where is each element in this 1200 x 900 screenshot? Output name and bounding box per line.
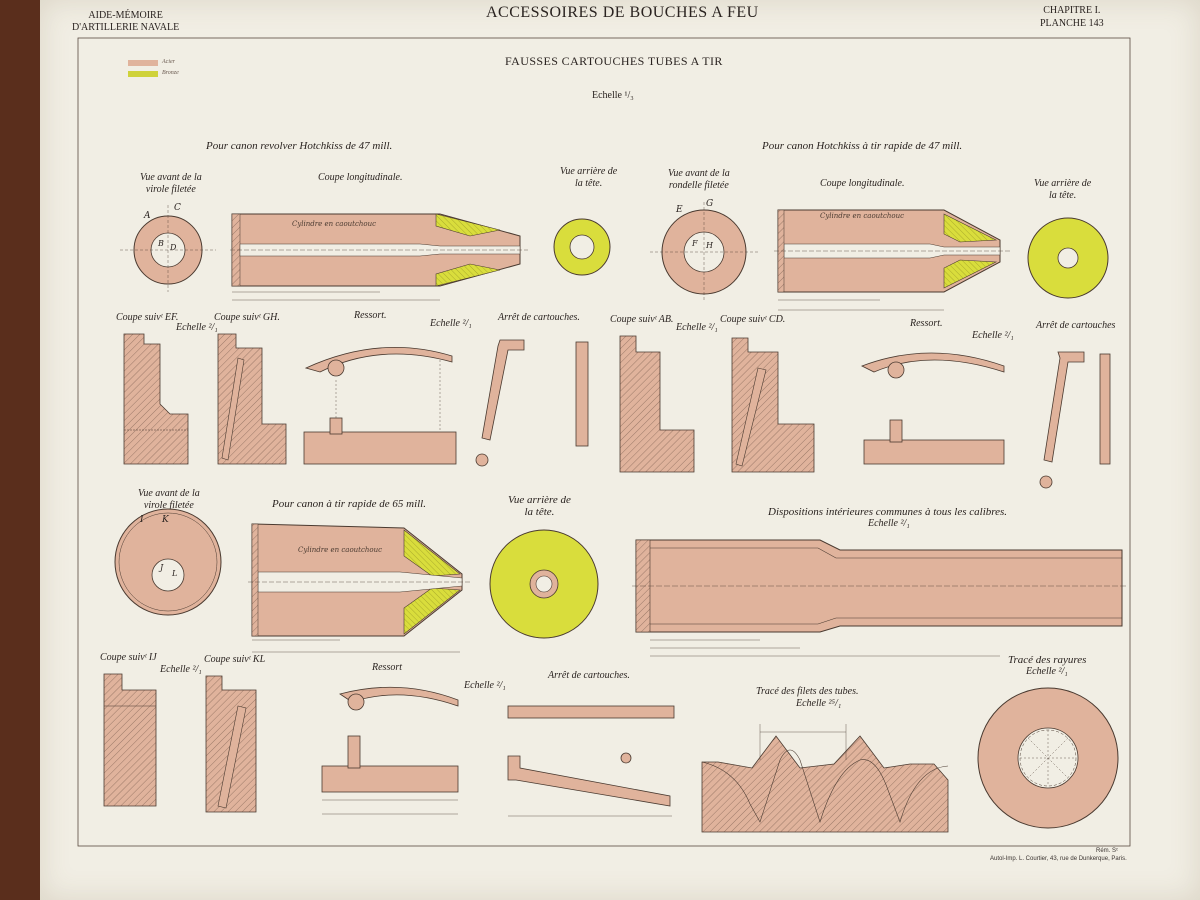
section-ab-drawing [619, 335, 695, 473]
label-coupe-gh: Coupe suivᵗ GH. [214, 312, 280, 323]
section-ij-drawing [103, 673, 157, 807]
printer-credit: Autol-Imp. L. Courtier, 43, rue de Dunke… [990, 856, 1127, 862]
letter-h: H [705, 241, 714, 250]
letter-e: E [675, 205, 683, 215]
scale-ressort-3: Echelle ²/₁ [464, 680, 506, 691]
letter-g: G [706, 199, 713, 209]
longitudinal-section-2 [774, 209, 1010, 311]
letter-f: F [691, 239, 698, 248]
letter-j: J [158, 563, 164, 572]
section-rapid-65: Pour canon à tir rapide de 65 mill. [272, 498, 426, 510]
header-left-line1: AIDE-MÉMOIRE [88, 10, 163, 21]
scale-ef: Echelle ²/₁ [176, 322, 218, 333]
cartridge-stop-drawing-3 [507, 705, 675, 817]
header-left: AIDE-MÉMOIRE D'ARTILLERIE NAVALE [72, 10, 179, 34]
thread-profile-drawing [701, 724, 949, 833]
legend-steel-swatch [128, 60, 158, 66]
label-coupe-ab: Coupe suivᵗ AB. [610, 314, 674, 325]
label-coupe-cd: Coupe suivᵗ CD. [720, 314, 786, 325]
section-gh-drawing [217, 333, 287, 465]
spring-drawing-1 [303, 346, 457, 465]
cartridge-stop-drawing-2 [1039, 351, 1111, 489]
section-interior: Dispositions intérieures communes à tous… [768, 506, 1008, 518]
scale-ressort-1: Echelle ²/₁ [430, 318, 472, 329]
label-front-threaded-1: Vue avant de la virole filetée [140, 172, 202, 195]
scale-ressort-2: Echelle ²/₁ [972, 330, 1014, 341]
front-view-ring-3 [114, 508, 222, 616]
letter-d: D [169, 243, 177, 252]
label-rear-head-1: Vue arrière de la tête. [560, 166, 618, 189]
rear-head-view-2 [1027, 217, 1109, 299]
rear-head-view-3 [489, 529, 599, 639]
letter-a: A [143, 211, 151, 221]
section-hotchkiss-revolver: Pour canon revolver Hotchkiss de 47 mill… [206, 140, 393, 152]
section-cd-drawing [731, 337, 815, 473]
plate-frame [77, 37, 1131, 847]
label-coupe-kl: Coupe suivᵗ KL [204, 654, 266, 665]
letter-l: L [171, 569, 177, 578]
letter-k: K [161, 515, 170, 525]
label-longitudinal-2: Coupe longitudinale. [820, 178, 905, 189]
spring-drawing-2 [861, 352, 1005, 465]
annotation-cylinder-1: Cylindre en caoutchouc [292, 220, 376, 228]
chapter-label: CHAPITRE I. [1043, 5, 1101, 16]
scale-ij: Echelle ²/₁ [160, 664, 202, 675]
section-ef-drawing [123, 333, 189, 465]
front-washer-view [650, 202, 758, 300]
label-ressort-3: Ressort [372, 662, 402, 673]
annotation-cylinder-3: Cylindre en caoutchouc [298, 546, 382, 554]
label-ressort-2: Ressort. [910, 318, 943, 329]
label-arret-1: Arrêt de cartouches. [498, 312, 580, 323]
engraver-signature: Rém. Sᶜ [1096, 848, 1119, 854]
letter-i: I [139, 515, 144, 525]
main-scale: Echelle ¹/₃ [592, 90, 634, 101]
spring-drawing-3 [321, 686, 459, 815]
annotation-cylinder-2: Cylindre en caoutchouc [820, 212, 904, 220]
section-kl-drawing [205, 675, 257, 813]
scale-filets: Echelle ²⁵/₁ [796, 698, 842, 709]
label-coupe-ef: Coupe suivᵗ EF. [116, 312, 179, 323]
legend-bronze-swatch [128, 71, 158, 77]
label-coupe-ij: Coupe suivᵗ IJ [100, 652, 157, 663]
header-left-line2: D'ARTILLERIE NAVALE [72, 22, 180, 33]
longitudinal-section-3 [248, 523, 470, 653]
interior-scale: Echelle ²/₁ [868, 518, 910, 529]
label-front-washer: Vue avant de la rondelle filetée [668, 168, 730, 191]
header-right: CHAPITRE I. PLANCHE 143 [1040, 4, 1104, 30]
label-rear-head-2: Vue arrière de la tête. [1034, 178, 1092, 201]
scale-ab: Echelle ²/₁ [676, 322, 718, 333]
rifling-trace-drawing [977, 687, 1119, 829]
label-rayures: Tracé des rayures [1008, 654, 1087, 666]
legend-bronze-label: Bronze [162, 70, 179, 76]
interior-arrangement-tube [632, 539, 1126, 657]
scale-rayures: Echelle ²/₁ [1026, 666, 1068, 677]
rear-head-view-1 [553, 218, 611, 276]
letter-c: C [174, 203, 181, 213]
label-ressort-1: Ressort. [354, 310, 387, 321]
label-arret-3: Arrêt de cartouches. [548, 670, 630, 681]
label-arret-2: Arrêt de cartouches [1036, 320, 1116, 331]
cartridge-stop-drawing-1 [475, 339, 589, 467]
plate-subtitle: FAUSSES CARTOUCHES TUBES A TIR [505, 54, 723, 68]
label-filets: Tracé des filets des tubes. [756, 686, 859, 697]
legend-steel-label: Acier [162, 59, 175, 65]
section-hotchkiss-rapid: Pour canon Hotchkiss à tir rapide de 47 … [762, 140, 963, 152]
label-front-threaded-3: Vue avant de la virole filetée [138, 488, 200, 511]
letter-b: B [157, 239, 164, 248]
label-rear-head-3: Vue arrière de la tête. [508, 494, 571, 518]
front-view-ring-1 [120, 205, 216, 292]
page-title: ACCESSOIRES DE BOUCHES A FEU [486, 4, 759, 21]
longitudinal-section-1 [230, 213, 528, 301]
plate-number: PLANCHE 143 [1040, 18, 1104, 29]
label-longitudinal-1: Coupe longitudinale. [318, 172, 403, 183]
